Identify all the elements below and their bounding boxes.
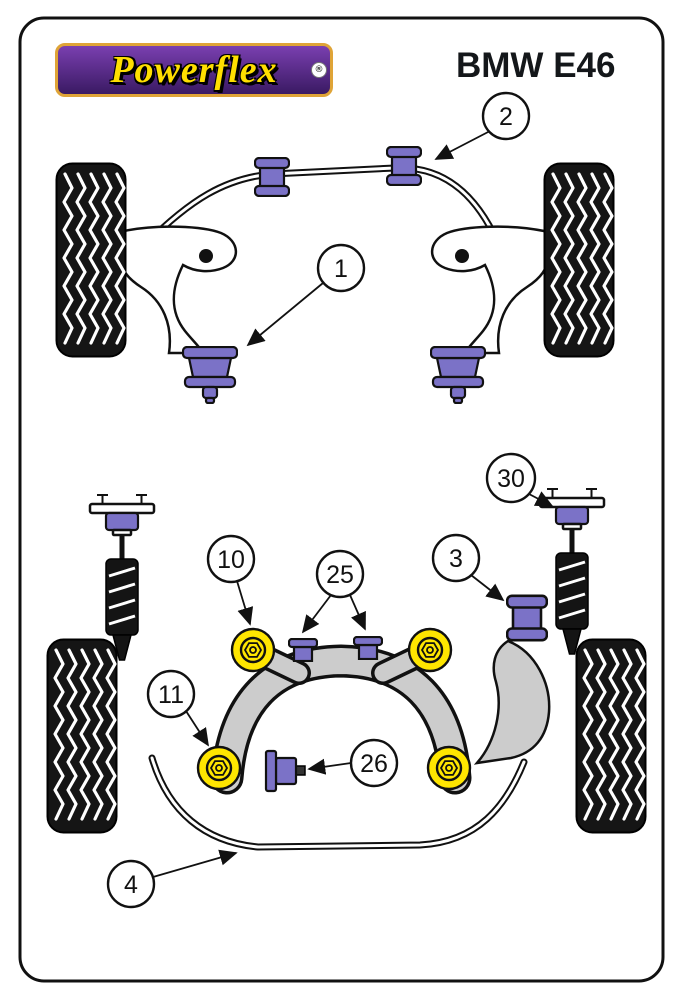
callout-11: 11 <box>146 669 209 747</box>
trailing-arm-bracket <box>473 639 551 765</box>
callout-26-label: 26 <box>360 750 388 778</box>
callout-1-leader <box>246 282 324 347</box>
trailing-arm-bushing <box>506 594 548 642</box>
callout-30-label: 30 <box>497 465 525 493</box>
front-arb-bushing-left <box>254 157 290 197</box>
subframe-mount-front-left <box>230 627 276 673</box>
callout-10-leader <box>236 580 254 626</box>
callout-2-leader <box>434 130 491 160</box>
ball-joint-dot <box>455 249 469 263</box>
front-lower-arm-bushing-left <box>182 346 238 404</box>
callout-2-circle <box>481 91 531 141</box>
rear-suspension-diagram <box>48 487 646 851</box>
callout-1-circle <box>316 243 366 293</box>
callout-25-circle <box>315 549 365 599</box>
rear-right-tire <box>577 640 646 833</box>
powerflex-logo: Powerflex ® <box>55 43 333 97</box>
callout-1: 1 <box>246 243 366 347</box>
callout-1-label: 1 <box>334 255 348 283</box>
registered-trademark-icon: ® <box>311 62 327 78</box>
callouts: 2 1 30 10 25 <box>106 91 554 909</box>
callout-11-label: 11 <box>158 681 184 709</box>
rear-right-shock-absorber <box>538 487 606 656</box>
front-right-control-arm <box>430 225 550 355</box>
callout-3: 3 <box>431 533 505 602</box>
front-left-control-arm <box>118 225 238 355</box>
callout-25-leader-left <box>301 594 332 634</box>
callout-26-circle <box>349 738 399 788</box>
front-right-tire <box>545 164 614 357</box>
callout-30-circle <box>485 452 537 504</box>
callout-10: 10 <box>206 534 256 626</box>
callout-10-label: 10 <box>217 546 245 574</box>
callout-26-leader <box>307 758 352 775</box>
callout-4: 4 <box>106 849 238 909</box>
ball-joint-dot <box>199 249 213 263</box>
center-mount-bushing <box>264 749 306 793</box>
subframe-top-bushing-right <box>353 636 383 660</box>
callout-2: 2 <box>434 91 531 160</box>
callout-25-leader-right <box>349 594 366 631</box>
rear-left-shock-absorber <box>88 493 156 662</box>
subframe-mount-rear-left <box>196 745 242 791</box>
callout-26: 26 <box>307 738 399 788</box>
page-title: BMW E46 <box>456 46 616 85</box>
callout-4-circle <box>106 859 156 909</box>
front-anti-roll-bar-core <box>144 166 500 246</box>
subframe-mount-rear-right <box>426 745 472 791</box>
front-suspension-diagram <box>57 146 614 404</box>
callout-2-label: 2 <box>499 103 513 131</box>
callout-11-circle <box>146 669 196 719</box>
callout-4-leader <box>152 849 238 878</box>
callout-30: 30 <box>485 452 554 507</box>
front-left-tire <box>57 164 126 357</box>
subframe-top-bushing-left <box>288 638 318 662</box>
callout-25: 25 <box>301 549 366 634</box>
callout-3-leader <box>470 574 505 602</box>
callout-11-leader <box>185 710 209 747</box>
front-lower-arm-bushing-right <box>430 346 486 404</box>
powerflex-logo-text: Powerflex <box>110 49 278 91</box>
callout-3-label: 3 <box>449 545 463 573</box>
callout-3-circle <box>431 533 481 583</box>
front-arb-bushing-right <box>386 146 422 186</box>
callout-10-circle <box>206 534 256 584</box>
page-border <box>18 16 665 983</box>
callout-4-label: 4 <box>124 871 138 899</box>
rear-anti-roll-bar-core <box>150 756 526 849</box>
callout-30-leader <box>528 491 554 507</box>
callout-25-label: 25 <box>326 561 354 589</box>
rear-left-tire <box>48 640 117 833</box>
subframe-mount-front-right <box>407 627 453 673</box>
